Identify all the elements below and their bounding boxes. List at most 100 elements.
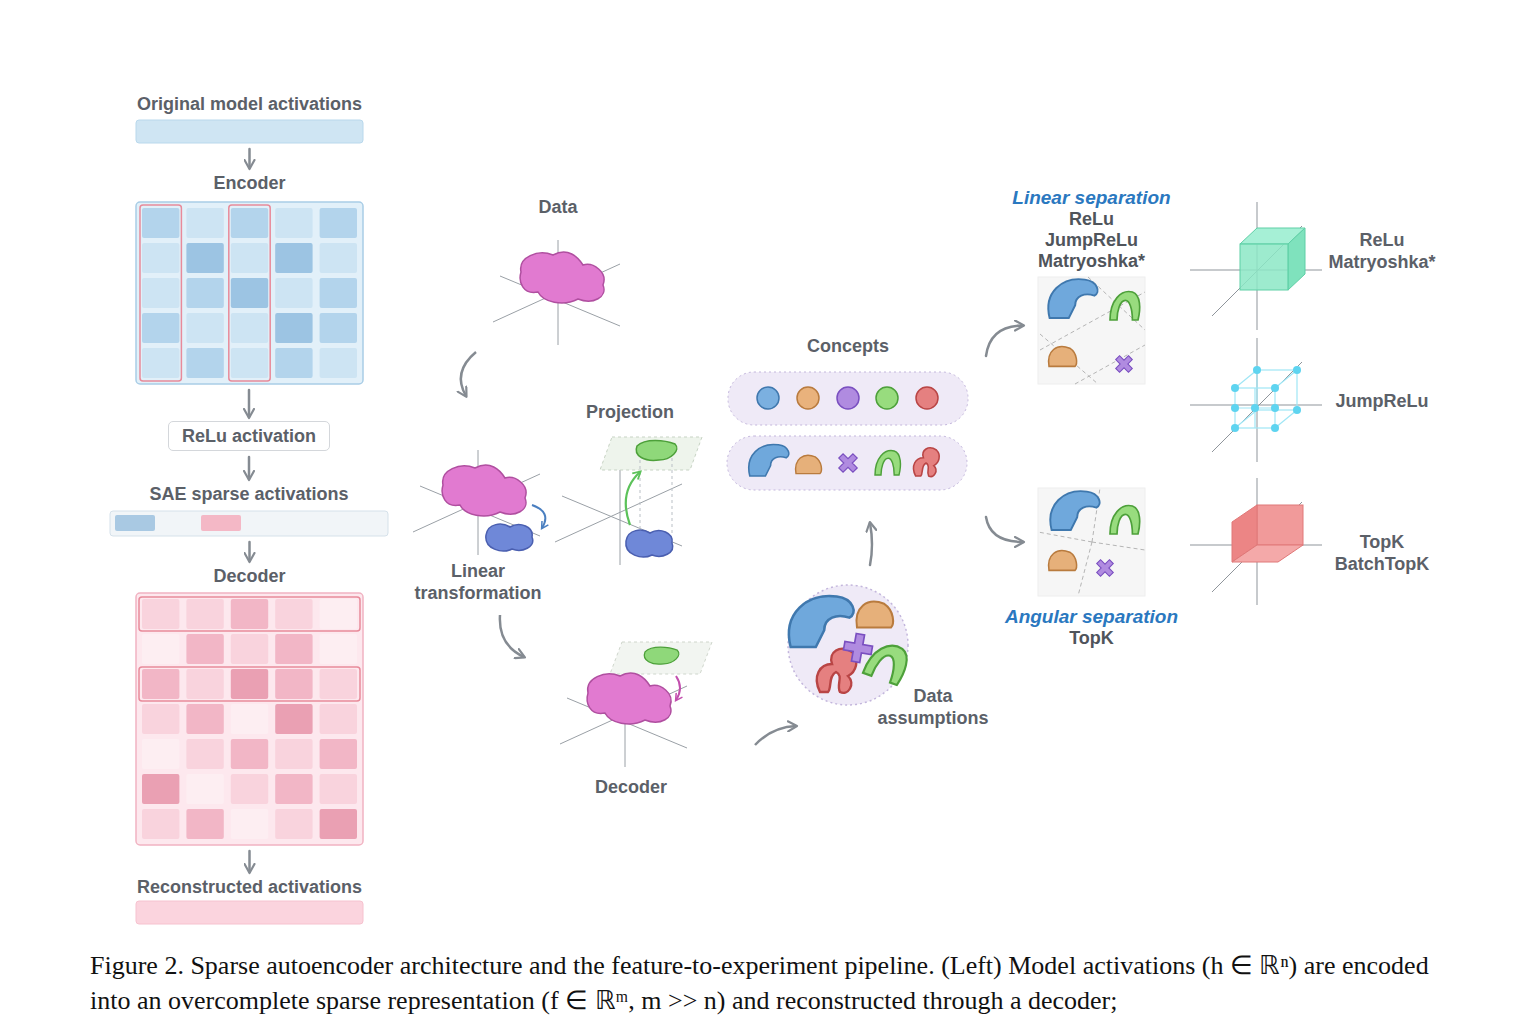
encoder-matrix: Encoder [136, 172, 363, 384]
matrix-cell [186, 774, 223, 804]
matrix-cell [231, 243, 268, 273]
matrix-cell [142, 704, 179, 734]
panel-title: Angular separation [982, 606, 1202, 628]
concept-band: Concepts [722, 335, 974, 495]
matrix-cell [320, 739, 357, 769]
matrix-cell [142, 313, 179, 343]
matrix-cell [142, 348, 179, 378]
matrix-cell [275, 634, 312, 664]
matrix-cell [142, 243, 179, 273]
matrix-cell [231, 208, 268, 238]
matrix-cell [231, 313, 268, 343]
method-list: TopK [1069, 628, 1114, 649]
heading-text: SAE sparse activations [80, 483, 418, 505]
matrix-cell [320, 704, 357, 734]
flow-arrow [986, 326, 1023, 357]
flow-arrow [248, 149, 251, 168]
matrix-cell [142, 278, 179, 308]
flow-arrow [248, 851, 251, 872]
heading-text: Reconstructed activations [106, 876, 393, 898]
matrix-cell [142, 809, 179, 839]
matrix-cell [320, 774, 357, 804]
matrix-cell [320, 599, 357, 629]
matrix-cell [275, 704, 312, 734]
matrix-cell [320, 313, 357, 343]
matrix-cell [231, 599, 268, 629]
matrix-cell [231, 774, 268, 804]
figure-label: JumpReLu [1335, 390, 1428, 412]
matrix-cell [320, 669, 357, 699]
matrix-cell [320, 809, 357, 839]
method-list: ReLu JumpReLu Matryoshka* [1038, 209, 1145, 272]
separation-panel: Angular separationTopK [1038, 488, 1145, 596]
figure-label: Projection [586, 401, 674, 423]
separation-panel: Linear separationReLu JumpReLu Matryoshk… [1038, 277, 1145, 384]
flow-arrow [248, 390, 251, 417]
matrix-cell [320, 243, 357, 273]
matrix-cell [275, 348, 312, 378]
flow-arrow [248, 542, 251, 561]
matrix-cell [231, 704, 268, 734]
flow-arrow [248, 457, 251, 479]
matrix-cell [275, 809, 312, 839]
matrix-cell [275, 669, 312, 699]
highlight-column [229, 205, 270, 381]
matrix-cell [186, 599, 223, 629]
matrix-cell [275, 243, 312, 273]
matrix-cell [231, 669, 268, 699]
matrix-cell [186, 809, 223, 839]
highlight-row [139, 597, 360, 631]
matrix-cell [275, 774, 312, 804]
matrix-cell [275, 599, 312, 629]
data-circle: Data assumptions [788, 585, 908, 705]
matrix-cell [142, 669, 179, 699]
matrix-cell [142, 774, 179, 804]
matrix-cell [142, 599, 179, 629]
box-label: ReLu activation [182, 425, 316, 447]
matrix-cell [186, 634, 223, 664]
figure-label: Data [538, 196, 577, 218]
matrix-cell [275, 739, 312, 769]
matrix-cell [275, 208, 312, 238]
matrix-cell [320, 208, 357, 238]
activation-bar: Reconstructed activations [136, 876, 363, 924]
matrix-cell [142, 634, 179, 664]
matrix-cell [231, 348, 268, 378]
heading-text: Concepts [722, 335, 974, 357]
panel-title: Linear separation [982, 187, 1202, 209]
matrix-cell [275, 313, 312, 343]
matrix-cell [275, 278, 312, 308]
matrix-cell [231, 278, 268, 308]
outside-label: Data assumptions [868, 685, 998, 729]
matrix-cell [186, 278, 223, 308]
matrix-cell [186, 208, 223, 238]
figure-label: Decoder [595, 776, 667, 798]
matrix-cell [320, 634, 357, 664]
matrix-cell [186, 739, 223, 769]
figure-label: Linear transformation [415, 560, 542, 604]
matrix-cell [186, 348, 223, 378]
heading-text: Encoder [106, 172, 393, 194]
heading-group: Angular separationTopK [982, 606, 1202, 649]
matrix-cell [186, 243, 223, 273]
matrix-cell [320, 348, 357, 378]
matrix-cell [231, 809, 268, 839]
flow-arrow [986, 517, 1023, 542]
matrix-cell [231, 634, 268, 664]
matrix-cell [142, 208, 179, 238]
matrix-cell [186, 313, 223, 343]
highlight-column [140, 205, 181, 381]
activation-bar: Original model activations [136, 93, 363, 143]
flow-arrow [870, 523, 872, 565]
matrix-cell [231, 739, 268, 769]
matrix-cell [142, 739, 179, 769]
process-box: ReLu activation [168, 421, 330, 451]
figure-label: TopK BatchTopK [1335, 531, 1430, 575]
heading-group: Linear separationReLu JumpReLu Matryoshk… [982, 187, 1202, 272]
activation-bar: SAE sparse activations [110, 483, 388, 536]
figure-label: ReLu Matryoshka* [1328, 229, 1435, 273]
highlight-row [139, 667, 360, 701]
matrix-cell [186, 704, 223, 734]
